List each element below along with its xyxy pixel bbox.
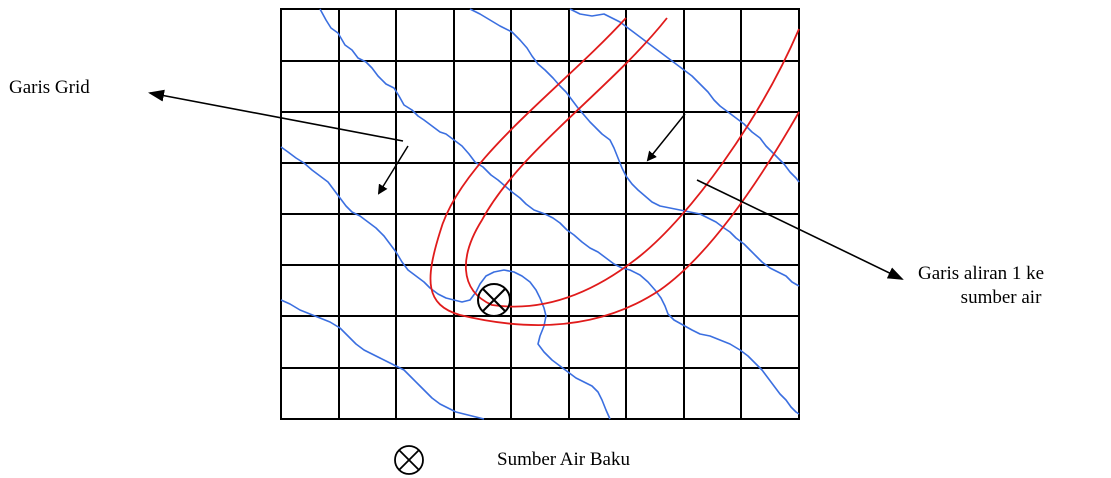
flow-line-outer — [429, 17, 800, 326]
legend-circle-x-icon — [394, 445, 424, 475]
contour-line — [469, 8, 800, 287]
direction-arrows — [377, 113, 686, 195]
direction-arrow — [646, 113, 686, 162]
flow-line-label-line1: Garis aliran 1 ke — [918, 263, 1045, 284]
grid — [280, 8, 800, 420]
circle-x-icon — [477, 283, 511, 317]
legend-label: Sumber Air Baku — [497, 449, 630, 470]
flow-lines — [429, 17, 800, 326]
grid-callout-arrow — [148, 89, 404, 142]
direction-arrow — [377, 145, 409, 195]
flow-line-label-line2: sumber air — [960, 287, 1042, 308]
contour-line — [319, 8, 800, 415]
flow-line-inner — [465, 17, 800, 308]
flow-callout-arrow — [696, 179, 904, 280]
callout-arrows — [148, 89, 904, 280]
contour-line — [569, 8, 800, 183]
contour-lines — [280, 8, 800, 420]
flow-line-label: Garis aliran 1 ke sumber air — [918, 262, 1044, 310]
grid-line-label: Garis Grid — [9, 77, 90, 98]
contour-line — [280, 299, 485, 420]
contour-line — [280, 146, 611, 420]
